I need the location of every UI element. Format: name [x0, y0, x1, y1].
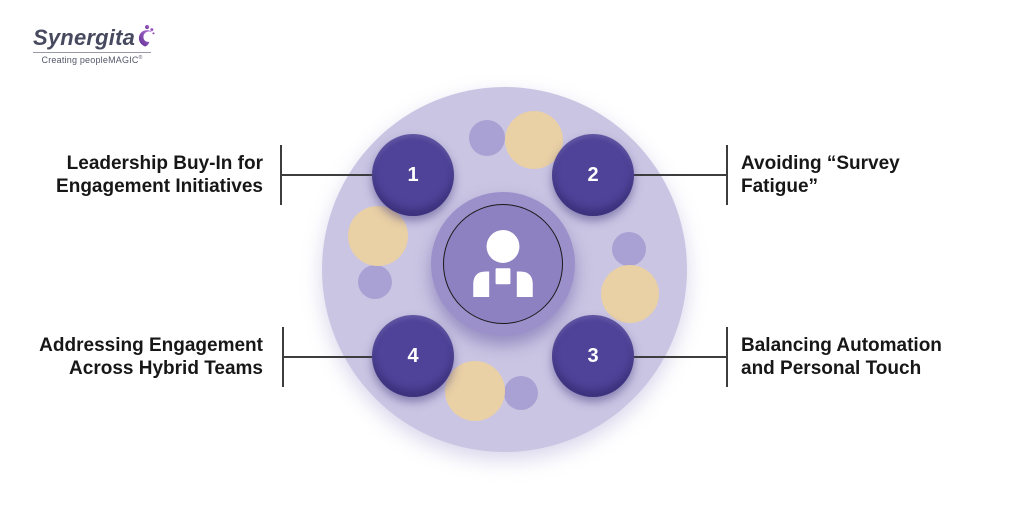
label-leadership-buy-in: Leadership Buy-In for Engagement Initiat… [56, 153, 263, 197]
person-icon [473, 230, 533, 297]
logo-brand-text: Synergita [33, 25, 136, 50]
step-circle-1: 1 [372, 134, 454, 216]
connector-tick-bottom-right [726, 327, 728, 387]
step-circle-3: 3 [552, 315, 634, 397]
step-number-3: 3 [587, 344, 599, 367]
connector-line-top-left [281, 174, 374, 176]
accent-dot-lavender-bottom [504, 376, 538, 410]
logo-row: Synergita [33, 24, 163, 49]
connector-tick-top-left [280, 145, 282, 205]
logo-trademark: ® [138, 55, 143, 61]
step-number-1: 1 [407, 163, 419, 186]
accent-dot-lavender-left [358, 265, 392, 299]
connector-tick-top-right [726, 145, 728, 205]
connector-line-bottom-right [633, 356, 727, 358]
synergita-logo: Synergita Creating peopleMAGIC® [33, 24, 163, 65]
label-balancing-automation: Balancing Automation and Personal Touch [741, 335, 942, 379]
accent-dot-lavender-top [469, 120, 505, 156]
accent-dot-tan-bottom [445, 361, 505, 421]
connector-line-bottom-left [283, 356, 374, 358]
label-hybrid-teams: Addressing Engagement Across Hybrid Team… [39, 335, 263, 379]
connector-line-top-right [633, 174, 727, 176]
logo-tagline: Creating peopleMAGIC® [33, 55, 151, 65]
accent-dot-tan-top [505, 111, 563, 169]
connector-tick-bottom-left [282, 327, 284, 387]
logo-swirl-icon [138, 24, 155, 47]
logo-divider [33, 52, 151, 53]
logo-tagline-text: Creating peopleMAGIC [41, 55, 139, 65]
accent-dot-tan-left [348, 206, 408, 266]
step-number-4: 4 [407, 344, 419, 367]
step-circle-4: 4 [372, 315, 454, 397]
label-survey-fatigue: Avoiding “Survey Fatigue” [741, 153, 900, 197]
center-circle [443, 204, 563, 324]
step-circle-2: 2 [552, 134, 634, 216]
step-number-2: 2 [587, 163, 599, 186]
accent-dot-tan-right [601, 265, 659, 323]
accent-dot-lavender-right [612, 232, 646, 266]
